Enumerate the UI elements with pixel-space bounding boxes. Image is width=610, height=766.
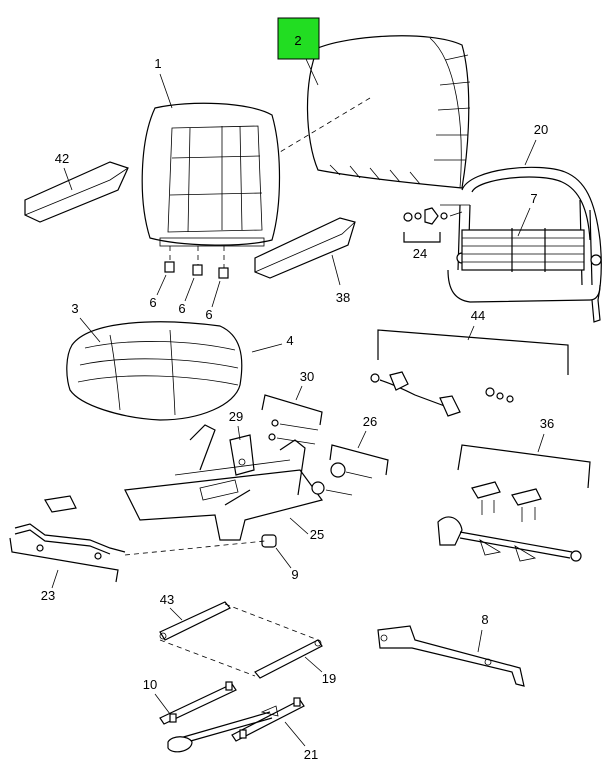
part-knob-26[interactable]	[311, 444, 389, 496]
callout-3: 3	[71, 301, 78, 316]
part-pivot-hardware[interactable]	[403, 204, 470, 243]
callout-7: 7	[530, 191, 537, 206]
part-left-armrest[interactable]	[24, 161, 129, 223]
callout-20: 20	[534, 122, 548, 137]
callout-9: 9	[291, 567, 298, 582]
part-seat-frame[interactable]	[124, 424, 324, 541]
callout-6a: 6	[149, 295, 156, 310]
callout-42: 42	[55, 151, 69, 166]
part-back-frame[interactable]	[447, 166, 602, 323]
callout-38: 38	[336, 290, 350, 305]
callout-6b: 6	[178, 301, 185, 316]
part-lever-kit[interactable]	[437, 444, 591, 562]
part-seat-cushion[interactable]	[66, 321, 243, 421]
part-seat-tracks[interactable]	[159, 601, 323, 679]
callout-23: 23	[41, 588, 55, 603]
callout-26: 26	[363, 414, 377, 429]
part-bracket-29[interactable]	[229, 434, 255, 476]
part-adjust-bar[interactable]	[9, 495, 266, 583]
callout-43: 43	[160, 592, 174, 607]
part-seat-back-cover[interactable]	[269, 35, 471, 189]
part-lumbar-support[interactable]	[461, 228, 585, 272]
callout-6c: 6	[205, 307, 212, 322]
callout-8: 8	[481, 612, 488, 627]
part-seat-back[interactable]	[141, 102, 281, 247]
callout-36: 36	[540, 416, 554, 431]
callout-19: 19	[322, 671, 336, 686]
callout-2-highlight[interactable]: 2	[277, 17, 320, 60]
part-right-armrest[interactable]	[254, 217, 356, 279]
callout-21: 21	[304, 747, 318, 761]
callout-1: 1	[154, 56, 161, 71]
callout-25: 25	[310, 527, 324, 542]
part-recliner-cable[interactable]	[370, 329, 569, 417]
callout-2: 2	[294, 33, 301, 48]
callout-24: 24	[413, 246, 427, 261]
callout-4: 4	[286, 333, 293, 348]
part-mounting-bar[interactable]	[377, 625, 525, 687]
callout-30: 30	[300, 369, 314, 384]
callout-29: 29	[229, 409, 243, 424]
part-lower-tracks[interactable]	[159, 681, 305, 753]
callout-10: 10	[143, 677, 157, 692]
part-bolts-30[interactable]	[261, 394, 323, 445]
part-fasteners-6[interactable]	[164, 246, 229, 279]
callout-44: 44	[471, 308, 485, 323]
